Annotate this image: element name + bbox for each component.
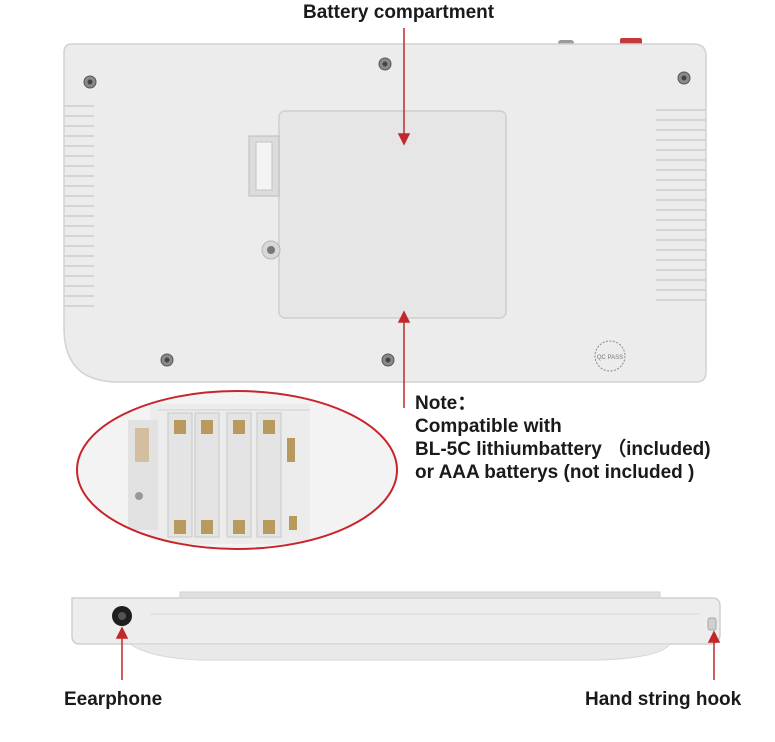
note-line-2: BL-5C lithiumbattery （included) (415, 439, 711, 460)
compatibility-note: Note： Compatible with BL-5C lithiumbatte… (415, 392, 711, 484)
battery-compartment-zoom (76, 390, 398, 550)
string-hook-icon (707, 617, 717, 631)
battery-arrows (397, 28, 411, 408)
screw-icon (83, 57, 691, 367)
left-grip-grooves (64, 105, 94, 307)
side-body (71, 597, 721, 645)
hand-string-hook-label: Hand string hook (585, 689, 742, 710)
battery-cover (278, 110, 507, 319)
battery-contacts (174, 420, 297, 534)
battery-compartment-label: Battery compartment (303, 2, 495, 23)
note-line-1: Compatible with (415, 416, 562, 437)
device-side-profile (71, 591, 721, 680)
qc-pass-stamp (594, 340, 626, 372)
qc-stamp-text: QC PASS (597, 355, 623, 361)
note-line-3: or AAA batterys (not included ) (415, 462, 695, 483)
right-grip-grooves (656, 109, 706, 301)
zoom-ellipse-border (76, 390, 398, 550)
side-arrows (115, 626, 721, 680)
note-title: Note： (415, 393, 477, 414)
device-back: QC PASS (63, 38, 707, 383)
earphone-label: Eearphone (64, 689, 163, 710)
